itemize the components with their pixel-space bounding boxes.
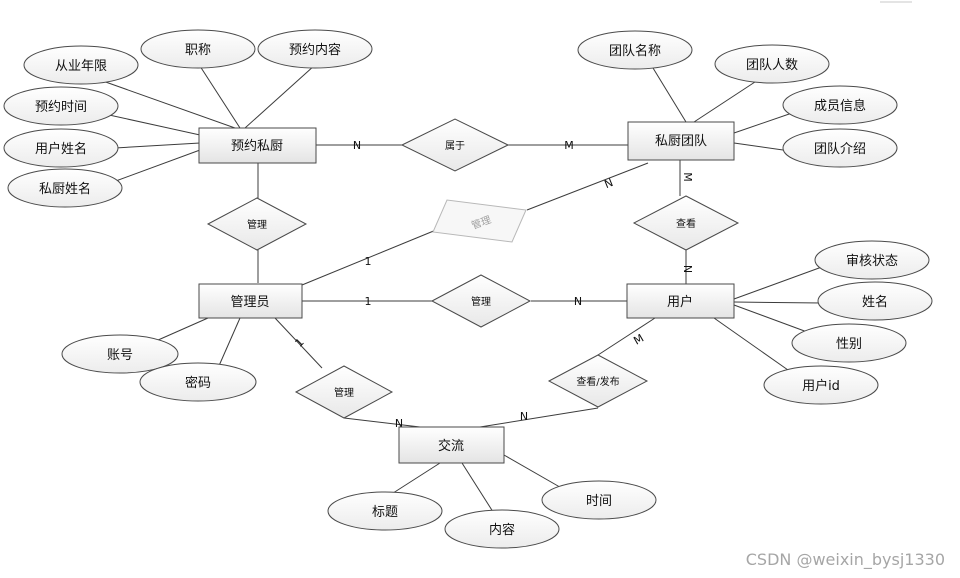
relationship-view-post-label: 查看/发布 [576, 375, 619, 388]
card-admin-user: 1 [365, 295, 372, 308]
relationship-manage-user: 管理 [430, 274, 532, 328]
attribute-team-intro-label: 团队介绍 [814, 142, 866, 157]
attribute-team-name: 团队名称 [577, 30, 693, 70]
attribute-account: 账号 [61, 334, 179, 374]
attribute-exchange-content-label: 内容 [489, 522, 515, 538]
attribute-team-size-label: 团队人数 [746, 58, 798, 73]
card-team-view: M [681, 172, 694, 182]
card-admin-exchange: 1 [293, 336, 307, 350]
attribute-years-label: 从业年限 [55, 59, 107, 74]
entity-exchange: 交流 [398, 426, 505, 464]
relationship-manage-reservation-label: 管理 [247, 218, 267, 231]
attribute-reservation-time-label: 预约时间 [35, 100, 87, 115]
card-exchange-user: N [520, 410, 528, 423]
attribute-member-info: 成员信息 [782, 85, 898, 125]
attribute-title: 职称 [140, 29, 256, 69]
relationship-view-post: 查看/发布 [547, 354, 649, 408]
connector-lines [99, 62, 831, 516]
entity-user: 用户 [626, 283, 735, 319]
entity-chef-team-label: 私厨团队 [655, 134, 707, 149]
entity-user-label: 用户 [667, 294, 693, 310]
card-team-admin: N [603, 176, 616, 191]
attribute-user-id-label: 用户id [802, 378, 840, 394]
card-belongs-team: M [564, 139, 574, 152]
attribute-exchange-content: 内容 [444, 509, 560, 549]
attribute-username: 用户姓名 [3, 128, 119, 168]
relationship-manage-team: 管理 [432, 199, 527, 243]
card-view-user: N [681, 265, 694, 273]
attribute-gender-label: 性别 [836, 337, 862, 352]
attribute-team-size: 团队人数 [714, 44, 830, 84]
attribute-reservation-content-label: 预约内容 [289, 42, 341, 58]
entity-reservation: 预约私厨 [198, 127, 317, 164]
card-user-admin: N [574, 295, 582, 308]
attribute-name-label: 姓名 [862, 294, 888, 310]
card-user-exchange: M [631, 332, 646, 348]
entity-reservation-label: 预约私厨 [231, 139, 283, 154]
attribute-exchange-time: 时间 [541, 480, 657, 520]
card-exchange-admin: N [395, 417, 403, 430]
relationship-manage-exchange-label: 管理 [334, 386, 354, 399]
relationship-view: 查看 [632, 195, 740, 251]
attribute-member-info-label: 成员信息 [814, 98, 866, 114]
attribute-chef-name: 私厨姓名 [7, 168, 123, 208]
attribute-team-name-label: 团队名称 [609, 43, 661, 59]
attribute-team-intro: 团队介绍 [782, 128, 898, 168]
relationship-manage-user-label: 管理 [471, 295, 491, 308]
attribute-exchange-time-label: 时间 [586, 494, 612, 509]
attribute-reservation-content: 预约内容 [257, 29, 373, 69]
attribute-exchange-title: 标题 [327, 491, 443, 531]
entity-admin: 管理员 [198, 283, 303, 319]
relationship-belongs-label: 属于 [445, 140, 465, 152]
attribute-reservation-time: 预约时间 [3, 86, 119, 126]
relationship-manage-exchange: 管理 [294, 365, 394, 419]
attribute-audit-status: 审核状态 [814, 240, 930, 280]
attribute-exchange-title-label: 标题 [372, 505, 398, 520]
attribute-gender: 性别 [791, 323, 907, 363]
entity-admin-label: 管理员 [230, 295, 269, 310]
attribute-password: 密码 [139, 362, 257, 402]
relationship-belongs: 属于 [400, 118, 510, 172]
watermark: CSDN @weixin_bysj1330 [746, 550, 945, 570]
entity-chef-team: 私厨团队 [627, 121, 735, 161]
attribute-account-label: 账号 [107, 348, 133, 363]
relationship-view-label: 查看 [676, 217, 696, 230]
attribute-password-label: 密码 [185, 375, 211, 391]
card-admin-team: 1 [365, 255, 372, 268]
relationship-manage-reservation: 管理 [206, 197, 308, 251]
attribute-username-label: 用户姓名 [35, 141, 87, 157]
entity-exchange-label: 交流 [438, 438, 464, 454]
attribute-name: 姓名 [817, 281, 933, 321]
attribute-years: 从业年限 [23, 45, 139, 85]
card-reservation-belongs: N [353, 139, 361, 152]
attribute-audit-status-label: 审核状态 [846, 254, 898, 269]
attribute-chef-name-label: 私厨姓名 [39, 181, 91, 197]
attribute-title-label: 职称 [185, 43, 211, 58]
attribute-user-id: 用户id [763, 365, 879, 405]
